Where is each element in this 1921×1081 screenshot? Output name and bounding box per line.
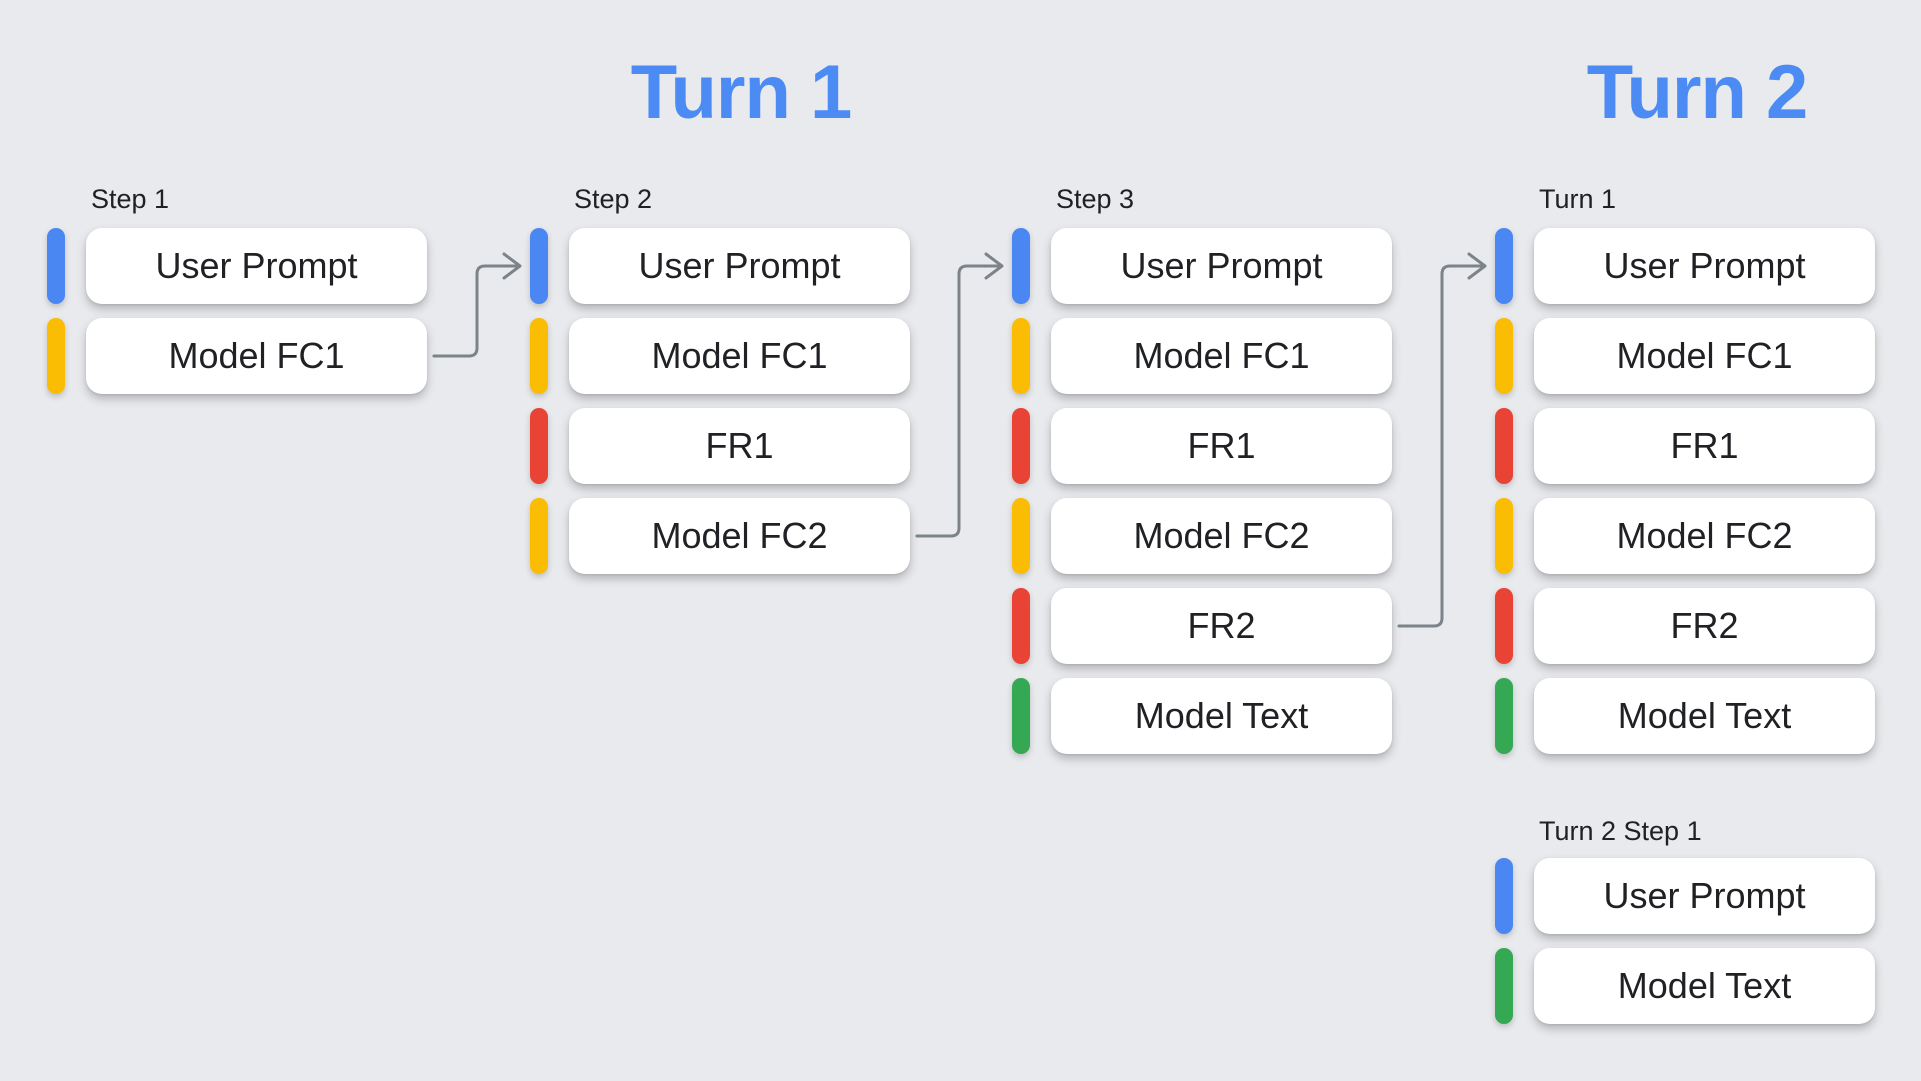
- card-user-prompt: User Prompt: [1534, 228, 1875, 304]
- card-label: FR2: [1187, 605, 1256, 646]
- card-label: Model FC1: [1133, 335, 1310, 376]
- card-fr1: FR1: [1534, 408, 1875, 484]
- turn-1-section-title: Turn 1: [630, 50, 853, 135]
- card-user-prompt: User Prompt: [1534, 858, 1875, 934]
- arrowhead-icon: [984, 252, 1004, 280]
- card-label: User Prompt: [1603, 875, 1806, 916]
- card-label: Model Text: [1617, 695, 1792, 736]
- card-label: Model FC1: [1616, 335, 1793, 376]
- card-label: Model FC2: [1616, 515, 1793, 556]
- card-label: User Prompt: [638, 245, 841, 286]
- card-model-fc2: Model FC2: [1534, 498, 1875, 574]
- card-fr2: FR2: [1534, 588, 1875, 664]
- fr2-color-bar: [1012, 588, 1030, 664]
- card-label: FR2: [1670, 605, 1739, 646]
- model-fc1-color-bar: [47, 318, 65, 394]
- card-label: Model FC1: [168, 335, 345, 376]
- arrowhead-icon: [502, 252, 522, 280]
- card-model-text: Model Text: [1534, 948, 1875, 1024]
- model-fc1-color-bar: [530, 318, 548, 394]
- group-label-step-2: Step 2: [574, 184, 653, 214]
- user-prompt-color-bar: [1495, 858, 1513, 934]
- card-label: Model Text: [1617, 965, 1792, 1006]
- card-label: User Prompt: [1603, 245, 1806, 286]
- card-fr2: FR2: [1051, 588, 1392, 664]
- arrow-line: [1397, 264, 1484, 628]
- model-text-color-bar: [1495, 948, 1513, 1024]
- card-model-fc1: Model FC1: [1051, 318, 1392, 394]
- model-fc1-color-bar: [1012, 318, 1030, 394]
- turn-2-section-title: Turn 2: [1586, 50, 1809, 135]
- card-model-fc2: Model FC2: [569, 498, 910, 574]
- fr1-color-bar: [1495, 408, 1513, 484]
- card-model-fc2: Model FC2: [1051, 498, 1392, 574]
- group-label-step-3: Step 3: [1056, 184, 1135, 214]
- arrow-step-3-to-turn-1: [1397, 252, 1487, 628]
- arrow-step-2-to-step-3: [915, 252, 1004, 538]
- model-text-color-bar: [1012, 678, 1030, 754]
- user-prompt-color-bar: [530, 228, 548, 304]
- arrow-line: [432, 264, 519, 358]
- card-label: FR1: [1670, 425, 1739, 466]
- model-fc2-color-bar: [530, 498, 548, 574]
- group-label-turn-2-step-1: Turn 2 Step 1: [1539, 816, 1702, 846]
- card-label: Model FC1: [651, 335, 828, 376]
- card-label: Model FC2: [1133, 515, 1310, 556]
- card-user-prompt: User Prompt: [569, 228, 910, 304]
- card-fr1: FR1: [1051, 408, 1392, 484]
- card-user-prompt: User Prompt: [86, 228, 427, 304]
- model-fc2-color-bar: [1495, 498, 1513, 574]
- card-label: FR1: [705, 425, 774, 466]
- card-fr1: FR1: [569, 408, 910, 484]
- model-text-color-bar: [1495, 678, 1513, 754]
- card-user-prompt: User Prompt: [1051, 228, 1392, 304]
- card-model-text: Model Text: [1534, 678, 1875, 754]
- model-fc2-color-bar: [1012, 498, 1030, 574]
- user-prompt-color-bar: [1495, 228, 1513, 304]
- model-fc1-color-bar: [1495, 318, 1513, 394]
- arrowhead-icon: [1467, 252, 1487, 280]
- arrow-line: [915, 264, 1001, 538]
- group-label-step-1: Step 1: [91, 184, 170, 214]
- card-model-fc1: Model FC1: [1534, 318, 1875, 394]
- card-model-fc1: Model FC1: [86, 318, 427, 394]
- card-label: Model Text: [1134, 695, 1309, 736]
- user-prompt-color-bar: [1012, 228, 1030, 304]
- fr1-color-bar: [1012, 408, 1030, 484]
- fr1-color-bar: [530, 408, 548, 484]
- card-label: User Prompt: [155, 245, 358, 286]
- card-model-text: Model Text: [1051, 678, 1392, 754]
- card-label: User Prompt: [1120, 245, 1323, 286]
- card-label: Model FC2: [651, 515, 828, 556]
- user-prompt-color-bar: [47, 228, 65, 304]
- fr2-color-bar: [1495, 588, 1513, 664]
- card-model-fc1: Model FC1: [569, 318, 910, 394]
- group-label-turn-1: Turn 1: [1539, 184, 1617, 214]
- card-label: FR1: [1187, 425, 1256, 466]
- arrow-step-1-to-step-2: [432, 252, 522, 358]
